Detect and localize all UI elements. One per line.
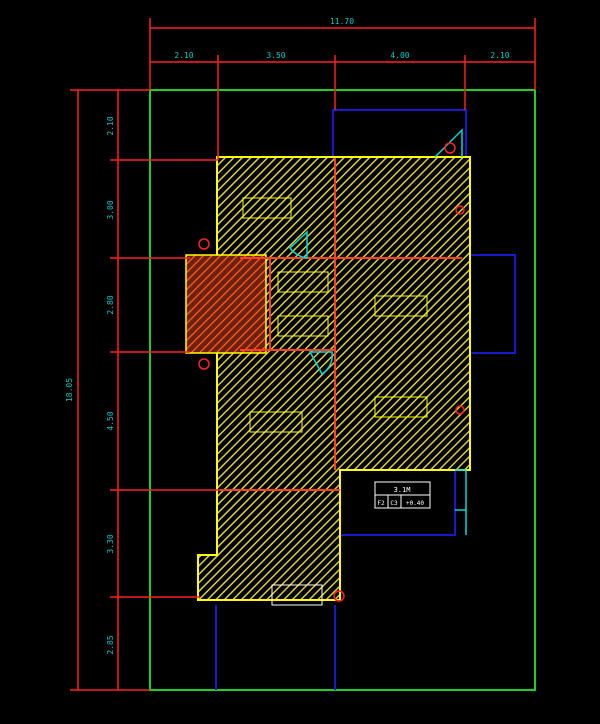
room-label-b: [277, 271, 329, 293]
dim-left-seg-2: 3.00: [106, 200, 115, 219]
room-label-e: [249, 411, 303, 433]
room-label-c: [277, 315, 329, 337]
door-swings: [288, 128, 467, 535]
dim-left-seg-6: 2.85: [106, 635, 115, 654]
dim-top-seg-2: 3.50: [266, 51, 285, 60]
top-dimensions: [149, 18, 536, 160]
level-info-box: [374, 481, 431, 509]
dim-top-seg-1: 2.10: [174, 51, 193, 60]
dim-top-seg-4: 2.10: [490, 51, 509, 60]
dim-left-seg-5: 3.30: [106, 534, 115, 553]
room-label-a: [242, 197, 292, 219]
room-labels: [242, 197, 428, 606]
info-box-cell-1: F2: [377, 500, 385, 507]
room-label-d: [374, 295, 428, 317]
dim-left-seg-1: 2.10: [106, 116, 115, 135]
column-markers: [198, 142, 465, 602]
building-footprint: [185, 156, 471, 601]
info-box-cell-3: +0.40: [406, 500, 424, 507]
dim-top-seg-3: 4.00: [390, 51, 409, 60]
dim-left-total: 18.05: [65, 378, 74, 402]
dim-left-seg-3: 2.80: [106, 295, 115, 314]
internal-walls: [220, 158, 462, 491]
room-label-g: [271, 584, 323, 606]
site-boundary: [149, 89, 536, 691]
info-box-title: 3.1M: [394, 486, 411, 494]
dim-left-seg-4: 4.50: [106, 411, 115, 430]
dim-top-total: 11.70: [330, 17, 354, 26]
room-label-f: [374, 396, 428, 418]
info-box-cell-2: C3: [390, 500, 398, 507]
left-dimensions: [70, 89, 220, 691]
